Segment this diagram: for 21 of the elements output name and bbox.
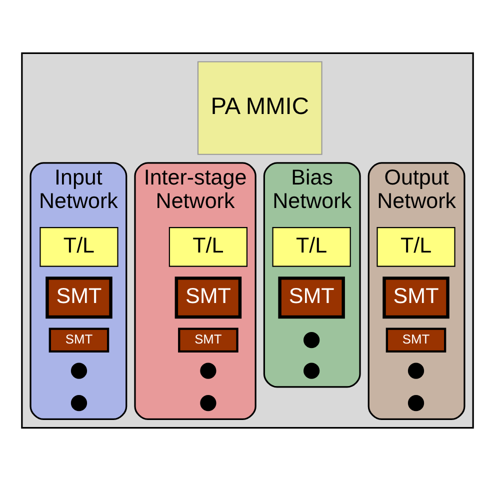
node-box: SMT	[385, 328, 446, 352]
node-box: SMT	[278, 276, 344, 319]
node-circle	[303, 362, 320, 379]
node-box: PA MMIC	[196, 61, 322, 155]
node-circle	[200, 362, 216, 379]
node-box: T/L	[376, 227, 455, 267]
node-circle	[407, 395, 424, 412]
node-box: SMT	[178, 328, 238, 352]
node-box: SMT	[174, 276, 242, 319]
node-circle	[303, 332, 320, 348]
node-box: T/L	[272, 227, 350, 267]
node-box: SMT	[45, 276, 112, 319]
node-box: SMT	[382, 276, 449, 319]
node-circle	[200, 395, 216, 412]
cluster	[20, 52, 474, 429]
node-circle	[70, 395, 87, 412]
node-circle	[407, 362, 424, 379]
node-box: SMT	[48, 328, 109, 352]
node-circle	[70, 362, 87, 379]
node-box: T/L	[39, 227, 118, 267]
node-box: T/L	[168, 227, 247, 267]
